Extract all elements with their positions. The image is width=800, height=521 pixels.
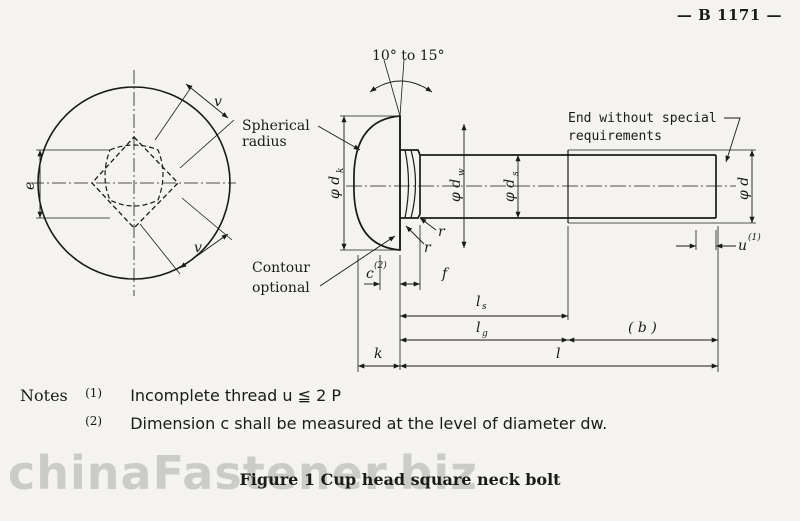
dim-lg-sub: g <box>482 329 488 339</box>
figure-caption: Figure 1 Cup head square neck bolt <box>239 470 561 489</box>
dim-ds-label: φ d <box>502 179 518 202</box>
page-reference: — B 1171 — <box>676 6 782 24</box>
notes-heading: Notes <box>20 386 68 405</box>
dim-dw-sub: w <box>457 168 467 176</box>
note-row-1: Notes (1) Incomplete thread u ≦ 2 P <box>20 386 607 414</box>
dim-ls-label: l <box>476 294 480 310</box>
side-view <box>317 59 756 372</box>
dim-c-label: c <box>366 266 374 282</box>
dim-v-top-label: v <box>214 94 222 110</box>
dim-dk-sub: k <box>336 168 346 173</box>
note-mark-2: (2) <box>85 414 103 428</box>
contour-label-1: Contour <box>252 260 310 276</box>
note-row-2: (2) Dimension c shall be measured at the… <box>20 414 607 442</box>
dim-dk-label: φ d <box>327 176 343 199</box>
square-neck <box>400 149 421 219</box>
dim-b-label: ( b ) <box>628 320 657 336</box>
square-neck-outline <box>104 144 164 207</box>
dim-u-label: u <box>738 238 747 254</box>
dim-ds-sub: s <box>511 171 521 176</box>
angle-label: 10° to 15° <box>372 48 445 64</box>
dim-r1-label: r <box>438 224 446 240</box>
dim-e-label: e <box>22 182 38 190</box>
dim-dw-label: φ d <box>448 179 464 202</box>
spherical-radius-label-2: radius <box>242 134 287 150</box>
note-text-1: Incomplete thread u ≦ 2 P <box>130 386 342 405</box>
spherical-radius-label-1: Spherical <box>242 118 310 134</box>
dim-r2-label: r <box>424 240 432 256</box>
note-text-2: Dimension c shall be measured at the lev… <box>130 414 608 433</box>
dim-f-label: f <box>441 266 450 282</box>
dim-l-label: l <box>556 346 560 362</box>
dim-u-mark: (1) <box>748 232 761 243</box>
note-mark-1: (1) <box>85 386 103 400</box>
notes-block: Notes (1) Incomplete thread u ≦ 2 P (2) … <box>20 386 607 442</box>
end-label-2: requirements <box>568 129 662 144</box>
hidden-square-neck <box>91 136 179 229</box>
dim-k-label: k <box>374 346 382 362</box>
dim-lg-label: l <box>476 320 480 336</box>
dim-c-mark: (2) <box>374 260 387 271</box>
dim-v-bottom-label: v <box>194 240 202 256</box>
watermark: chinaFastener.biz <box>8 446 478 500</box>
cup-head <box>353 115 401 251</box>
end-label-1: End without special <box>568 111 717 126</box>
end-view <box>30 70 236 296</box>
contour-label-2: optional <box>252 280 310 296</box>
dim-d-label: φ d <box>736 177 752 200</box>
dim-ls-sub: s <box>482 302 487 312</box>
